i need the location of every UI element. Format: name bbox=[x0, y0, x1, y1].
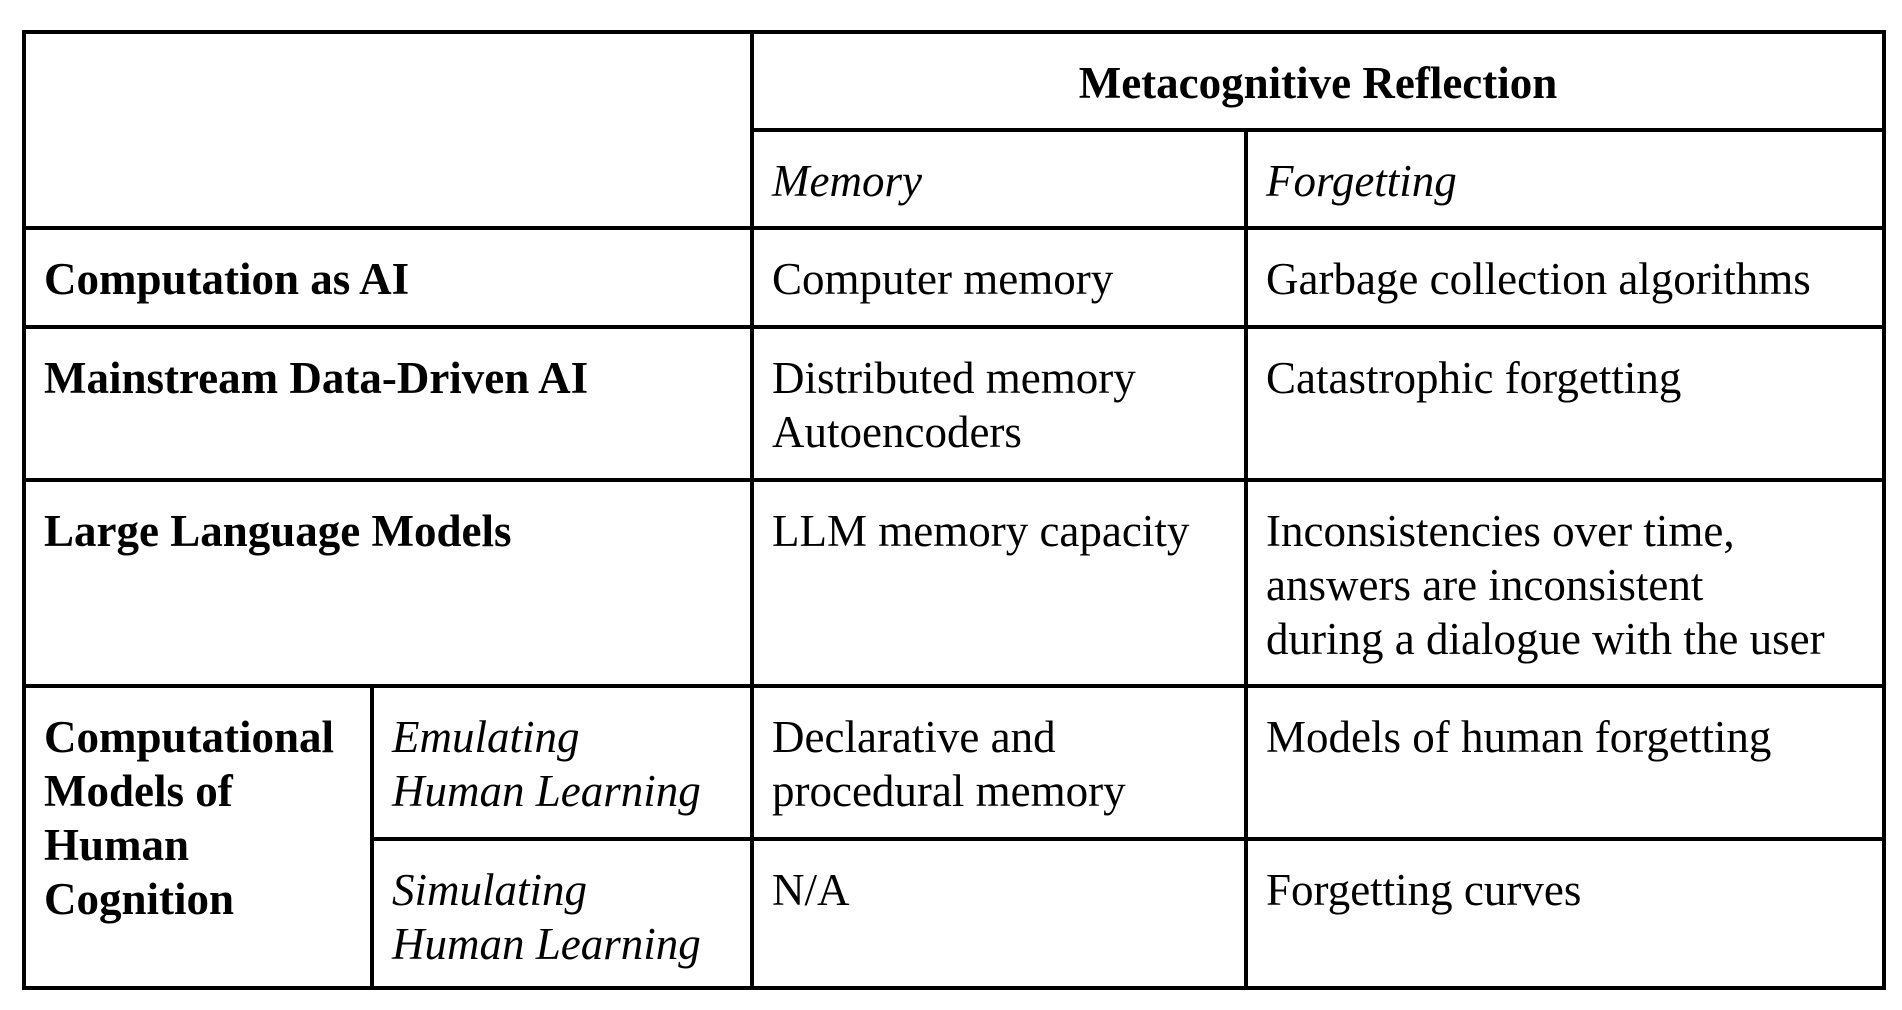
cell-line: Models of human forgetting bbox=[1266, 712, 1772, 762]
cell-line: N/A bbox=[772, 865, 850, 915]
header-empty-cell bbox=[22, 30, 754, 230]
header-forgetting: Forgetting bbox=[1243, 128, 1887, 230]
cell-line: Catastrophic forgetting bbox=[1266, 353, 1682, 403]
cell-line: Declarative and bbox=[772, 712, 1056, 762]
row-label: Computation as AI bbox=[22, 226, 754, 329]
forgetting-cell: Models of human forgetting bbox=[1243, 684, 1887, 841]
cell-line: Human Learning bbox=[392, 766, 701, 816]
row-label: Mainstream Data-Driven AI bbox=[22, 325, 754, 482]
header-memory: Memory bbox=[750, 128, 1248, 230]
cell-line: Autoencoders bbox=[772, 407, 1022, 457]
memory-cell: LLM memory capacity bbox=[750, 478, 1248, 688]
forgetting-cell: Catastrophic forgetting bbox=[1243, 325, 1887, 482]
comparison-table: Metacognitive Reflection Memory Forgetti… bbox=[22, 30, 1887, 990]
memory-cell: Declarative and procedural memory bbox=[750, 684, 1248, 841]
table-row: Simulating Human Learning N/A Forgetting… bbox=[24, 837, 1887, 990]
cell-line: Simulating bbox=[392, 865, 588, 915]
row-label-computational-models: Computational Models of Human Cognition bbox=[22, 684, 374, 990]
cell-line: during a dialogue with the user bbox=[1266, 614, 1825, 664]
cell-line: Forgetting curves bbox=[1266, 865, 1582, 915]
cell-line: Distributed memory bbox=[772, 353, 1136, 403]
table-row: Mainstream Data-Driven AI Distributed me… bbox=[22, 325, 1887, 482]
cell-line: answers are inconsistent bbox=[1266, 560, 1704, 610]
table-row: Computation as AI Computer memory Garbag… bbox=[22, 226, 1887, 329]
cell-line: Models of bbox=[44, 766, 233, 816]
cell-line: Emulating bbox=[392, 712, 580, 762]
cell-line: Human Learning bbox=[392, 919, 701, 969]
cell-line: LLM memory capacity bbox=[772, 506, 1190, 556]
sub-row-label: Emulating Human Learning bbox=[370, 684, 754, 841]
cell-line: Computational bbox=[44, 712, 335, 762]
cell-line: Inconsistencies over time, bbox=[1266, 506, 1735, 556]
row-label: Large Language Models bbox=[22, 478, 754, 688]
memory-cell: N/A bbox=[750, 837, 1248, 990]
forgetting-cell: Garbage collection algorithms bbox=[1243, 226, 1887, 329]
forgetting-cell: Forgetting curves bbox=[1243, 837, 1887, 990]
cell-line: Computer memory bbox=[772, 254, 1114, 304]
table-row: Computational Models of Human Cognition … bbox=[22, 684, 1887, 990]
table-row: Large Language Models LLM memory capacit… bbox=[22, 478, 1887, 688]
forgetting-cell: Inconsistencies over time, answers are i… bbox=[1243, 478, 1887, 688]
memory-cell: Distributed memory Autoencoders bbox=[750, 325, 1248, 482]
cell-line: Garbage collection algorithms bbox=[1266, 254, 1811, 304]
header-metacognitive-reflection: Metacognitive Reflection bbox=[749, 30, 1887, 132]
cell-line: Human bbox=[44, 820, 190, 870]
cell-line: procedural memory bbox=[772, 766, 1126, 816]
sub-row-label: Simulating Human Learning bbox=[370, 837, 754, 990]
cell-line: Cognition bbox=[44, 874, 235, 924]
header-row-columns: Memory Forgetting bbox=[24, 128, 1887, 230]
memory-cell: Computer memory bbox=[750, 226, 1248, 329]
header-row-group: Metacognitive Reflection bbox=[22, 30, 1887, 230]
